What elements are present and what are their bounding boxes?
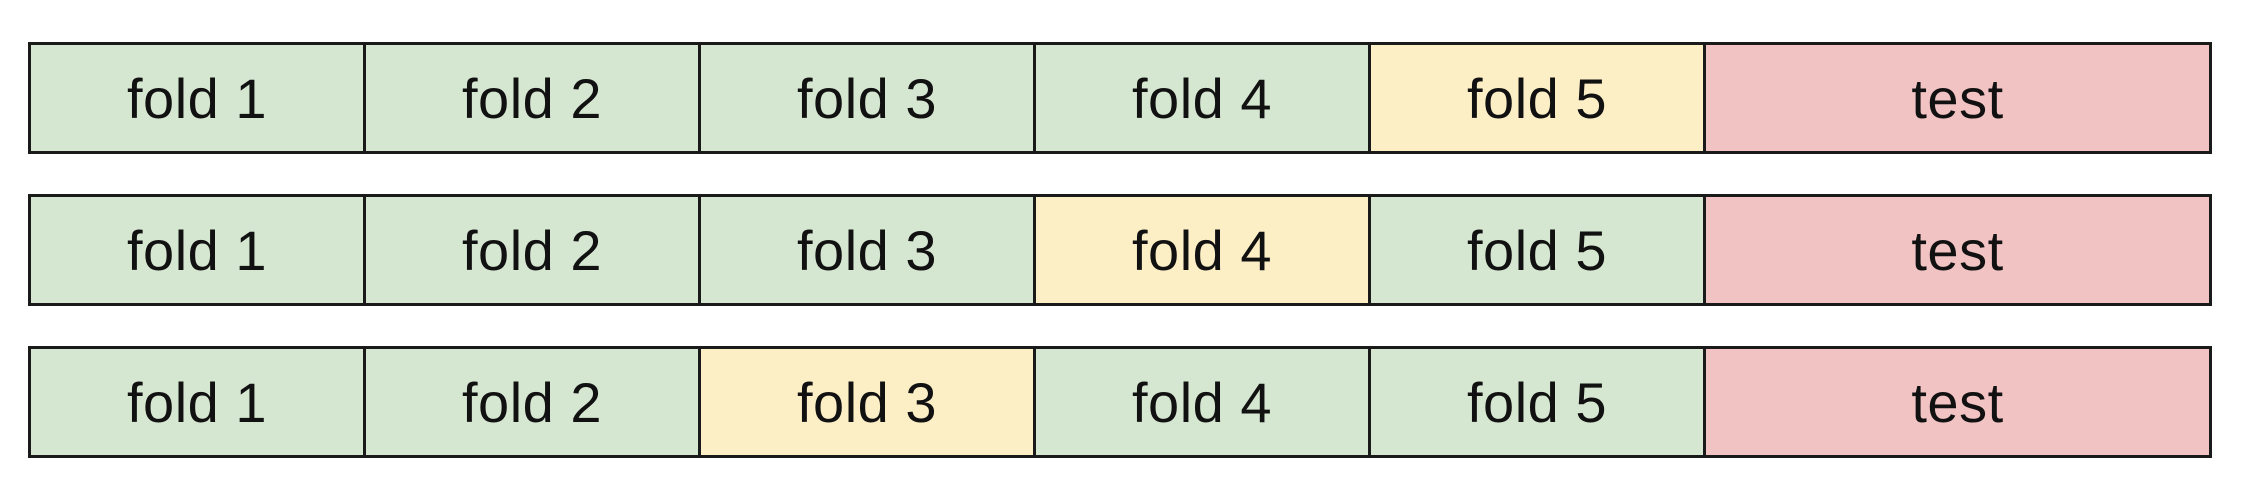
fold-cell-3: fold 3	[701, 45, 1036, 151]
fold-cell-4: fold 4	[1036, 349, 1371, 455]
fold-cell-2: fold 2	[366, 197, 701, 303]
test-cell: test	[1706, 45, 2209, 151]
split-row-1: fold 1 fold 2 fold 3 fold 4 fold 5 test	[28, 42, 2212, 154]
fold-cell-1: fold 1	[31, 349, 366, 455]
test-cell: test	[1706, 349, 2209, 455]
fold-cell-1: fold 1	[31, 197, 366, 303]
fold-cell-3: fold 3	[701, 349, 1036, 455]
test-cell: test	[1706, 197, 2209, 303]
split-row-2: fold 1 fold 2 fold 3 fold 4 fold 5 test	[28, 194, 2212, 306]
fold-cell-2: fold 2	[366, 45, 701, 151]
fold-cell-2: fold 2	[366, 349, 701, 455]
fold-cell-4: fold 4	[1036, 45, 1371, 151]
fold-cell-5: fold 5	[1371, 349, 1706, 455]
split-row-3: fold 1 fold 2 fold 3 fold 4 fold 5 test	[28, 346, 2212, 458]
fold-cell-1: fold 1	[31, 45, 366, 151]
fold-cell-4: fold 4	[1036, 197, 1371, 303]
fold-cell-5: fold 5	[1371, 197, 1706, 303]
fold-cell-5: fold 5	[1371, 45, 1706, 151]
fold-cell-3: fold 3	[701, 197, 1036, 303]
